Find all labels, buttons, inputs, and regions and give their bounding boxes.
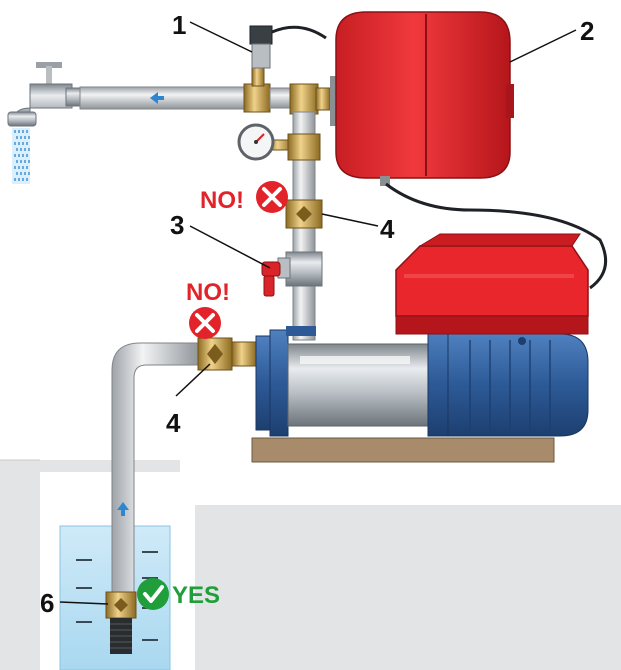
yes-mark-text: YES (172, 582, 220, 609)
no-mark-top-text: NO! (200, 187, 244, 214)
water-drop (14, 130, 16, 133)
label-1: 1 (172, 10, 186, 40)
water-drop (18, 178, 20, 181)
label-4-top: 4 (380, 214, 395, 244)
pressure-switch (249, 25, 327, 69)
foot-valve (105, 591, 137, 654)
water-drop (24, 172, 26, 175)
water-drop (18, 166, 20, 169)
tank-flange (330, 76, 338, 126)
flow-arrow-left-icon (150, 92, 164, 104)
water-drop (18, 130, 20, 133)
flow-arrow-up-icon (117, 502, 129, 516)
water-drop (28, 148, 30, 151)
water-drop (24, 148, 26, 151)
fitting-riser-upper (287, 133, 321, 161)
expansion-tank (335, 11, 514, 186)
water-drop (28, 160, 30, 163)
pipe-top-mid (269, 87, 293, 109)
label-2: 2 (580, 16, 594, 46)
tee-fitting (289, 83, 319, 115)
cable-tank (385, 182, 608, 290)
water-drop (24, 136, 26, 139)
water-drop (28, 172, 30, 175)
water-drop (20, 148, 22, 151)
pump-base (251, 437, 555, 463)
label-6: 6 (40, 588, 54, 618)
leader-lines (59, 21, 577, 605)
water-drop (18, 142, 20, 145)
pressure-gauge-icon (237, 123, 293, 161)
label-4-left: 4 (166, 408, 181, 438)
water-drop (26, 142, 28, 145)
faucet-icon (7, 62, 83, 127)
water-drop (24, 160, 26, 163)
water-drop (22, 154, 24, 157)
water-drop (18, 154, 20, 157)
water-drop (16, 136, 18, 139)
water-drop (14, 178, 16, 181)
water-drop (22, 142, 24, 145)
water-drop (16, 148, 18, 151)
water-drop (22, 166, 24, 169)
check-icon (137, 578, 169, 610)
water-stream (12, 128, 30, 184)
fitting-top-left (243, 83, 271, 113)
water-drop (26, 130, 28, 133)
water-drop (26, 166, 28, 169)
water-drop (20, 160, 22, 163)
x-icon-left (189, 307, 221, 339)
water-drop (16, 172, 18, 175)
water-drop (26, 154, 28, 157)
control-box (395, 233, 589, 345)
water-drop (20, 172, 22, 175)
water-drop (14, 166, 16, 169)
water-drop (28, 136, 30, 139)
water-drop (14, 142, 16, 145)
water-drop (16, 160, 18, 163)
label-3: 3 (170, 210, 184, 240)
water-drop (22, 130, 24, 133)
union-riser (285, 251, 323, 287)
x-icon-top (256, 181, 288, 213)
pump (255, 326, 589, 437)
no-mark-left-text: NO! (186, 279, 230, 306)
gate-valve (261, 257, 291, 297)
water-drop (20, 136, 22, 139)
water-drop (26, 178, 28, 181)
water-drop (22, 178, 24, 181)
water-drop (14, 154, 16, 157)
